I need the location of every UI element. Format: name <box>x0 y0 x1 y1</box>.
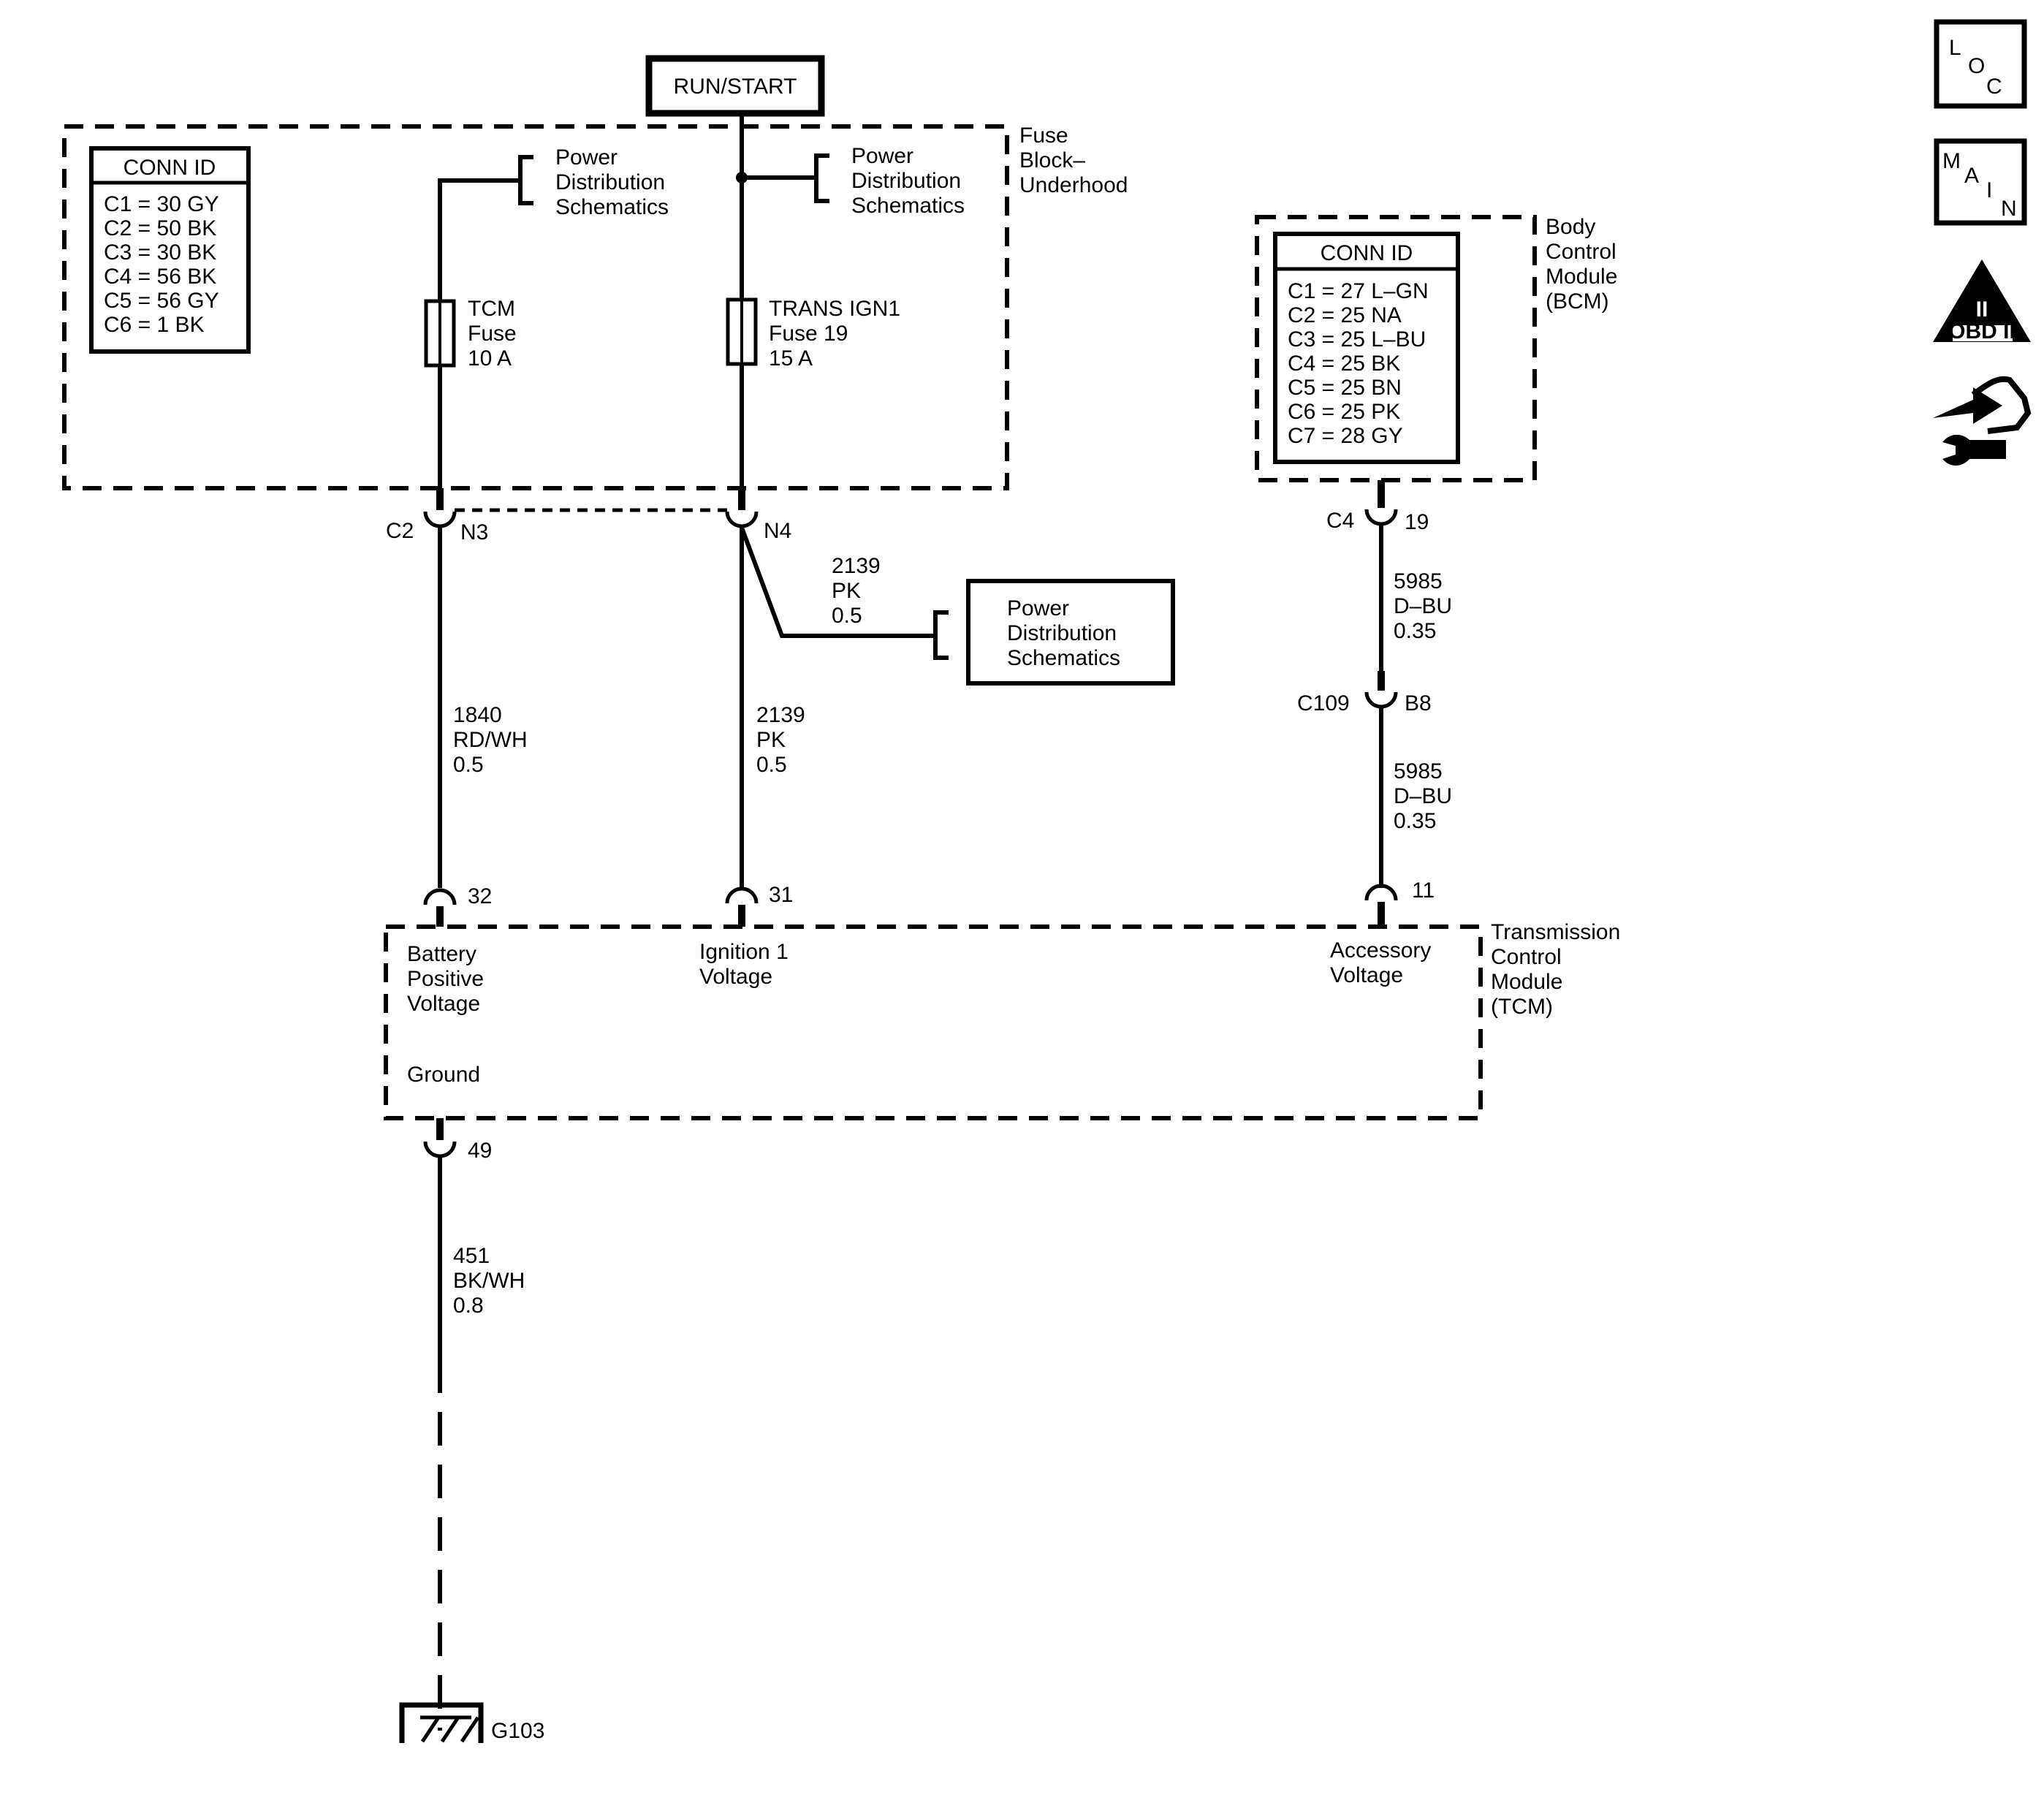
conn-row: C6 = 25 PK <box>1288 400 1400 424</box>
svg-text:Power Distribution: Power Distribution Schematics <box>851 144 967 218</box>
svg-text:Power Distribution: Power Distribution Schematics <box>1007 596 1122 670</box>
loc-icon-c: C <box>1986 75 2002 99</box>
tcm-outline <box>384 925 1483 1120</box>
bcm-conn-id-table: CONN ID C1 = 27 L–GN C2 = 25 NA C3 = 25 … <box>1273 232 1460 464</box>
ground-label: Ground <box>407 1063 480 1087</box>
svg-text:11: 11 <box>1412 878 1435 903</box>
tcm-label: Transmission Control Module (TCM) <box>1491 920 1627 1019</box>
conn-row: C4 = 56 BK <box>104 265 216 289</box>
fuse-block-conn-id-table: CONN ID C1 = 30 GY C2 = 50 BK C3 = 30 BK… <box>89 146 251 354</box>
pds-left-reference[interactable]: Power Distribution Schematics <box>438 145 671 301</box>
main-button[interactable]: M A I N <box>1934 138 2027 226</box>
svg-text:31: 31 <box>769 883 793 907</box>
accessory-voltage-label: Accessory Voltage <box>1330 938 1437 987</box>
main-icon-m: M <box>1942 149 1961 173</box>
wire-2139-top-label: 2139 PK 0.5 <box>832 554 886 628</box>
svg-text:49: 49 <box>468 1139 492 1163</box>
ground-g103-label: G103 <box>491 1719 544 1743</box>
conn-row: C7 = 28 GY <box>1288 424 1403 448</box>
connector-c4-label: C4 <box>1326 509 1354 533</box>
wire-1840-label: 1840 RD/WH 0.5 <box>453 703 533 777</box>
conn-row: C3 = 25 L–BU <box>1288 327 1426 352</box>
conn-row: C4 = 25 BK <box>1288 352 1400 376</box>
main-icon-n: N <box>2001 197 2017 221</box>
tcm-pin-49: 49 <box>423 1118 492 1163</box>
trans-ign1-fuse: TRANS IGN1 Fuse 19 15 A <box>726 297 906 371</box>
bcm-label: Body Control Module (BCM) <box>1546 215 1624 314</box>
obd-ii-text: OBD II <box>1948 319 2015 343</box>
battery-positive-voltage-label: Battery Positive Voltage <box>407 942 490 1016</box>
loc-button[interactable]: L O C <box>1934 19 2027 109</box>
fuse-block-underhood-outline <box>62 124 1009 490</box>
pds-box-reference[interactable]: Power Distribution Schematics <box>740 526 1175 686</box>
conn-row: C6 = 1 BK <box>104 313 205 337</box>
bcm-connector-c4: C4 19 <box>1326 480 1429 534</box>
main-icon-a: A <box>1964 164 1979 188</box>
ignition-1-voltage-label: Ignition 1 Voltage <box>699 940 794 989</box>
svg-text:CONN ID: CONN ID <box>124 156 216 180</box>
run-start-label: RUN/START <box>645 55 825 117</box>
connector-c2-label: C2 <box>386 519 414 543</box>
conn-row: C5 = 56 GY <box>104 289 219 313</box>
svg-text:CONN ID: CONN ID <box>1321 241 1413 265</box>
pin-b8-label: B8 <box>1405 691 1432 715</box>
pin-n4-label: N4 <box>764 519 791 543</box>
connector-c109-label: C109 <box>1297 691 1350 715</box>
tcm-fuse: TCM Fuse 10 A <box>424 297 523 371</box>
pin-19-label: 19 <box>1405 510 1429 534</box>
loc-icon-o: O <box>1968 54 1985 78</box>
tcm-pin-32: 32 <box>423 884 492 927</box>
pin-n3-label: N3 <box>460 520 488 544</box>
main-icon-i: I <box>1986 178 1992 202</box>
tcm-pin-31: 31 <box>725 883 793 927</box>
fuse-block-label: Fuse Block– Underhood <box>1019 124 1128 197</box>
inline-connector-c109: C109 B8 <box>1297 671 1432 715</box>
ground-g103-icon: G103 <box>399 1702 544 1743</box>
hand-wrench-icon[interactable] <box>1933 376 2032 466</box>
conn-row: C1 = 27 L–GN <box>1288 279 1429 303</box>
svg-text:RUN/START: RUN/START <box>674 75 797 99</box>
svg-text:32: 32 <box>468 884 492 908</box>
wire-2139-label: 2139 PK 0.5 <box>756 703 811 777</box>
conn-row: C1 = 30 GY <box>104 192 219 216</box>
conn-row: C2 = 25 NA <box>1288 303 1402 327</box>
wire-5985-bottom-label: 5985 D–BU 0.35 <box>1394 759 1458 833</box>
svg-text:TRANS IGN1 Fuse 19: TRANS IGN1 Fuse 19 15 A <box>769 297 906 371</box>
obd-ii-numeral: II <box>1976 297 1988 322</box>
svg-text:Power Distribution: Power Distribution Schematics <box>555 145 671 219</box>
bcm-outline <box>1255 215 1537 482</box>
tcm-pin-11: 11 <box>1364 878 1435 927</box>
conn-row: C5 = 25 BN <box>1288 376 1402 400</box>
wire-5985-top-label: 5985 D–BU 0.35 <box>1394 569 1458 643</box>
svg-text:TCM Fuse 10 A: TCM Fuse 10 A <box>468 297 523 371</box>
pds-right-reference[interactable]: Power Distribution Schematics <box>736 144 967 218</box>
conn-row: C2 = 50 BK <box>104 216 216 240</box>
conn-row: C3 = 30 BK <box>104 240 216 265</box>
loc-icon-l: L <box>1949 36 1961 60</box>
wire-451-label: 451 BK/WH 0.8 <box>453 1244 531 1318</box>
fuse-block-connector-c2: C2 N3 N4 <box>386 488 791 544</box>
obd-ii-button[interactable]: II OBD II <box>1933 259 2031 343</box>
